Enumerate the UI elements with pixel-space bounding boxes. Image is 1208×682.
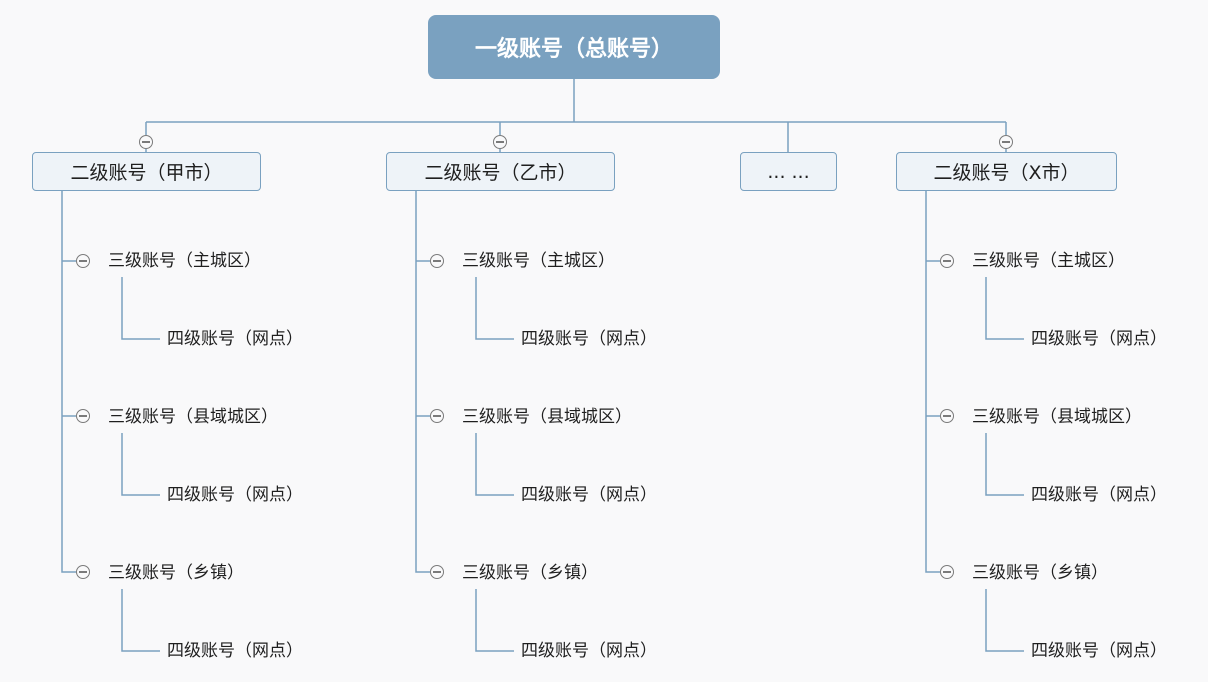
level2-node-jia[interactable]: 二级账号（甲市） — [32, 152, 261, 191]
connector-col4-l4-1 — [985, 277, 1024, 340]
collapse-minus-icon[interactable] — [940, 565, 954, 579]
collapse-minus-icon[interactable] — [430, 409, 444, 423]
collapse-minus-icon[interactable] — [430, 565, 444, 579]
level4-node-outlet[interactable]: 四级账号（网点） — [521, 641, 657, 661]
connector-col2-l4-3 — [475, 589, 514, 652]
level2-node-label: ... ... — [767, 160, 810, 183]
level3-node-township[interactable]: 三级账号（乡镇） — [972, 563, 1108, 583]
level3-node-township[interactable]: 三级账号（乡镇） — [108, 563, 244, 583]
level2-node-yi[interactable]: 二级账号（乙市） — [386, 152, 615, 191]
root-node-label: 一级账号（总账号） — [474, 37, 673, 62]
connector-col1-l4-2 — [121, 433, 160, 496]
connector-col1-l4-1 — [121, 277, 160, 340]
level4-node-outlet[interactable]: 四级账号（网点） — [167, 485, 303, 505]
collapse-minus-icon[interactable] — [76, 565, 90, 579]
collapse-minus-icon[interactable] — [940, 409, 954, 423]
collapse-minus-icon[interactable] — [940, 254, 954, 268]
collapse-minus-icon[interactable] — [76, 254, 90, 268]
connector-col2-spine — [415, 190, 430, 573]
level2-node-label: 二级账号（乙市） — [424, 162, 577, 184]
collapse-minus-icon[interactable] — [139, 135, 153, 149]
level3-node-township[interactable]: 三级账号（乡镇） — [462, 563, 598, 583]
level3-node-county-city[interactable]: 三级账号（县域城区） — [108, 407, 278, 427]
connector-col4-spine — [925, 190, 940, 573]
connector-col2-l4-2 — [475, 433, 514, 496]
level3-node-county-city[interactable]: 三级账号（县域城区） — [972, 407, 1142, 427]
connector-col4-l4-2 — [985, 433, 1024, 496]
collapse-minus-icon[interactable] — [493, 135, 507, 149]
level2-node-label: 二级账号（X市） — [933, 162, 1080, 184]
level4-node-outlet[interactable]: 四级账号（网点） — [167, 641, 303, 661]
collapse-minus-icon[interactable] — [76, 409, 90, 423]
level4-node-outlet[interactable]: 四级账号（网点） — [1031, 641, 1167, 661]
level2-node-ellipsis[interactable]: ... ... — [740, 152, 837, 191]
level3-node-main-city[interactable]: 三级账号（主城区） — [462, 251, 615, 271]
level4-node-outlet[interactable]: 四级账号（网点） — [521, 329, 657, 349]
level4-node-outlet[interactable]: 四级账号（网点） — [1031, 329, 1167, 349]
level3-node-main-city[interactable]: 三级账号（主城区） — [108, 251, 261, 271]
level2-node-label: 二级账号（甲市） — [70, 162, 223, 184]
connector-col4-l4-3 — [985, 589, 1024, 652]
level4-node-outlet[interactable]: 四级账号（网点） — [521, 485, 657, 505]
connector-col1-l4-3 — [121, 589, 160, 652]
collapse-minus-icon[interactable] — [430, 254, 444, 268]
root-node[interactable]: 一级账号（总账号） — [428, 15, 720, 79]
connector-col2-l4-1 — [475, 277, 514, 340]
level2-node-x[interactable]: 二级账号（X市） — [896, 152, 1117, 191]
connector-col1-spine — [61, 190, 76, 573]
level3-node-county-city[interactable]: 三级账号（县域城区） — [462, 407, 632, 427]
level4-node-outlet[interactable]: 四级账号（网点） — [1031, 485, 1167, 505]
level3-node-main-city[interactable]: 三级账号（主城区） — [972, 251, 1125, 271]
collapse-minus-icon[interactable] — [999, 135, 1013, 149]
level4-node-outlet[interactable]: 四级账号（网点） — [167, 329, 303, 349]
